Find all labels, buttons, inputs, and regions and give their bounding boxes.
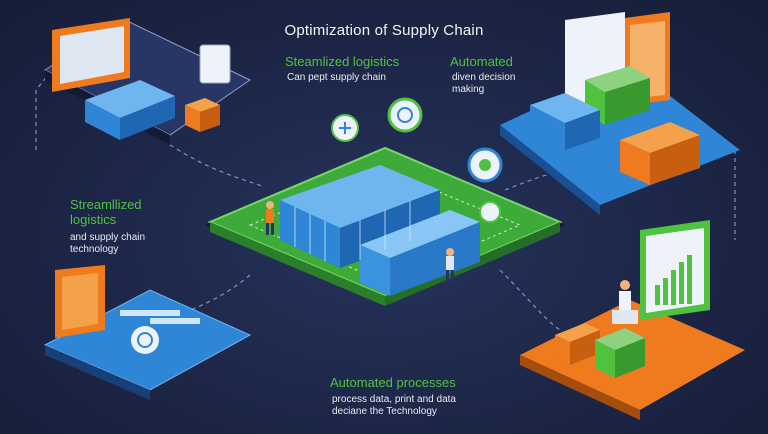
callout-text-line1: and supply chain: [70, 232, 146, 243]
callout-heading: Steamlized logistics: [285, 54, 400, 69]
panel-bottom-right: [520, 220, 745, 420]
panel-top-left: [43, 18, 251, 145]
connector-bottom-right: [499, 269, 561, 331]
connector-left-edge: [35, 59, 61, 150]
callout-text-line1: process data, print and data: [332, 394, 456, 405]
callout-heading: Automated: [450, 54, 513, 69]
panel-bottom-left: [43, 265, 252, 400]
panel-top-right: [500, 12, 740, 215]
container-stack: [280, 165, 480, 296]
worker-figures: [266, 201, 454, 282]
callout-text: diven decision making: [452, 72, 516, 95]
callout-text-line2: deciane the Technology: [332, 406, 437, 417]
callout-heading-line1: Streamllized: [70, 197, 142, 212]
callout-text: Can pept supply chain: [287, 72, 386, 83]
callout-text-line2: technology: [70, 244, 119, 255]
central-platform: [205, 97, 565, 306]
connector-top-right: [504, 167, 571, 191]
callout-heading: Automated processes: [330, 375, 456, 390]
page-title: Optimization of Supply Chain: [284, 22, 484, 39]
callout-heading-line2: logistics: [70, 212, 117, 227]
connector-top-left: [169, 144, 263, 187]
floating-icons: [331, 97, 503, 223]
